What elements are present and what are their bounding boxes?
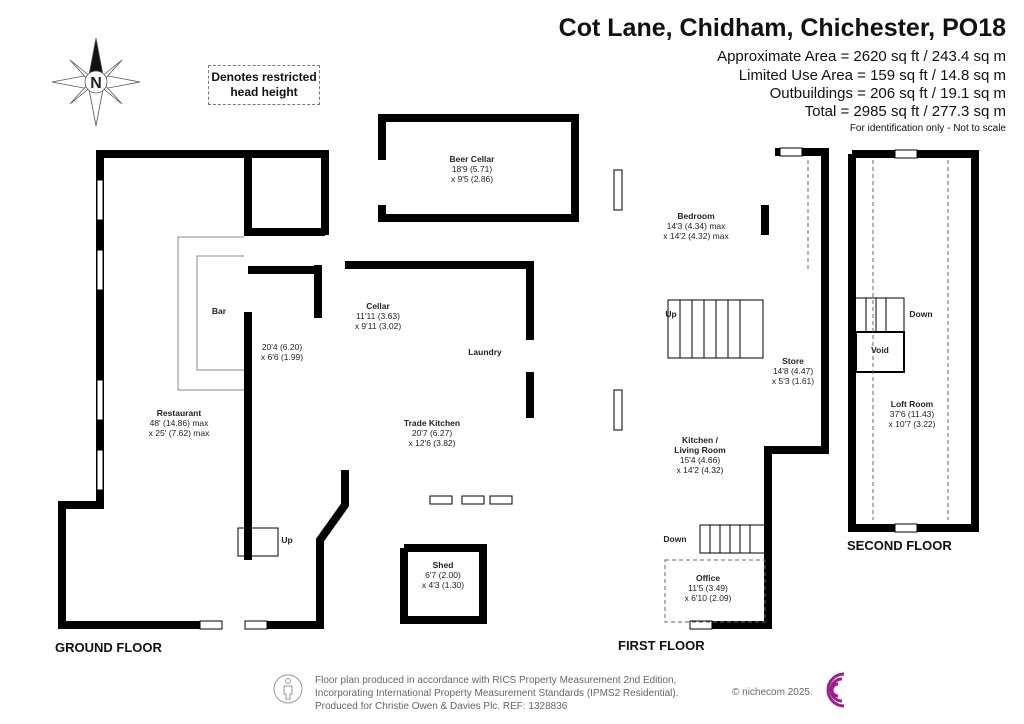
wall-shed <box>400 544 487 624</box>
restaurant-dim-2: x 25' (7.62) max <box>149 428 210 438</box>
stairs-down-second: Down <box>909 309 932 319</box>
wall-restaurant <box>58 150 329 629</box>
stairs-up-ground: Up <box>281 535 292 545</box>
wall-second-floor <box>848 150 979 532</box>
wall-cellar-block <box>345 261 534 340</box>
limited-use-area: Limited Use Area = 159 sq ft / 14.8 sq m <box>738 67 1006 84</box>
footer-text: Floor plan produced in accordance with R… <box>315 674 679 713</box>
kitchen-living-dim-1: 15'4 (4.66) <box>680 455 721 465</box>
second-floor-label: SECOND FLOOR <box>847 538 952 553</box>
beer-cellar-dim-2: x 9'5 (2.86) <box>451 174 493 184</box>
office-name: Office <box>696 573 720 583</box>
office-dim-1: 11'5 (3.49) <box>688 583 728 593</box>
trade-kitchen-dim-1: 20'7 (6.27) <box>412 428 453 438</box>
copyright-credit: © nichecom 2025. <box>732 687 813 698</box>
office-dim-2: x 6'10 (2.09) <box>685 593 732 603</box>
kitchen-living-name-2: Living Room <box>674 445 726 455</box>
outbuildings-area: Outbuildings = 206 sq ft / 19.1 sq m <box>769 85 1006 102</box>
legend-line-1: Denotes restricted <box>211 70 317 84</box>
cellar-name: Cellar <box>366 301 390 311</box>
corridor-dim-2: x 6'6 (1.99) <box>261 352 303 362</box>
legend-line-2: head height <box>230 85 298 99</box>
wall-first-floor <box>700 148 829 629</box>
store-dim-1: 14'8 (4.47) <box>773 366 814 376</box>
footer-line-1: Floor plan produced in accordance with R… <box>315 675 677 686</box>
restricted-height-legend: Denotes restricted head height <box>208 65 320 105</box>
corridor-dim-1: 20'4 (6.20) <box>262 342 303 352</box>
wall-beer-cellar <box>378 114 579 222</box>
footer-line-2: Incorporating International Property Mea… <box>315 688 679 699</box>
person-icon <box>273 674 303 704</box>
store-name: Store <box>782 356 804 366</box>
kitchen-living-name-1: Kitchen / <box>682 435 719 445</box>
loft-room-name: Loft Room <box>891 399 934 409</box>
cellar-dim-2: x 9'11 (3.02) <box>355 321 402 331</box>
total-area: Total = 2985 sq ft / 277.3 sq m <box>804 103 1006 120</box>
windows <box>96 147 918 630</box>
bedroom-dim-2: x 14'2 (4.32) max <box>663 231 729 241</box>
trade-kitchen-dim-2: x 12'6 (3.82) <box>409 438 456 448</box>
bar-counter <box>177 236 244 391</box>
wall-wc <box>244 154 325 236</box>
store-dim-2: x 5'3 (1.61) <box>772 376 814 386</box>
compass-icon <box>51 37 141 127</box>
wall-ground-south <box>245 470 349 629</box>
beer-cellar-name: Beer Cellar <box>450 154 496 164</box>
restricted-height-lines <box>664 160 949 623</box>
ground-floor-label: GROUND FLOOR <box>55 640 162 655</box>
nichecom-logo-icon <box>826 672 845 708</box>
property-title: Cot Lane, Chidham, Chichester, PO18 <box>558 14 1006 42</box>
shed-name: Shed <box>433 560 454 570</box>
first-floor-label: FIRST FLOOR <box>618 638 705 653</box>
bedroom-name: Bedroom <box>677 211 715 221</box>
approximate-area: Approximate Area = 2620 sq ft / 243.4 sq… <box>717 48 1006 65</box>
laundry-name: Laundry <box>468 347 502 357</box>
bar-name: Bar <box>212 306 227 316</box>
shed-dim-1: 6'7 (2.00) <box>425 570 461 580</box>
loft-room-dim-1: 37'6 (11.43) <box>890 409 935 419</box>
loft-room-dim-2: x 10'7 (3.22) <box>889 419 936 429</box>
restaurant-name: Restaurant <box>157 408 202 418</box>
footer-line-3: Produced for Christie Owen & Davies Plc.… <box>315 701 568 712</box>
scale-note: For identification only - Not to scale <box>849 123 1006 134</box>
stairs <box>237 297 905 557</box>
trade-kitchen-name: Trade Kitchen <box>404 418 460 428</box>
stairs-up-first: Up <box>665 309 676 319</box>
bedroom-dim-1: 14'3 (4.34) max <box>667 221 727 231</box>
restaurant-dim-1: 48' (14.86) max <box>150 418 210 428</box>
void-name: Void <box>871 345 889 355</box>
shed-dim-2: x 4'3 (1.30) <box>422 580 464 590</box>
beer-cellar-dim-1: 18'9 (5.71) <box>452 164 493 174</box>
compass-north-label: N <box>90 75 102 92</box>
kitchen-living-dim-2: x 14'2 (4.32) <box>677 465 724 475</box>
cellar-dim-1: 11'11 (3.63) <box>356 311 400 321</box>
stairs-down-first: Down <box>663 534 686 544</box>
